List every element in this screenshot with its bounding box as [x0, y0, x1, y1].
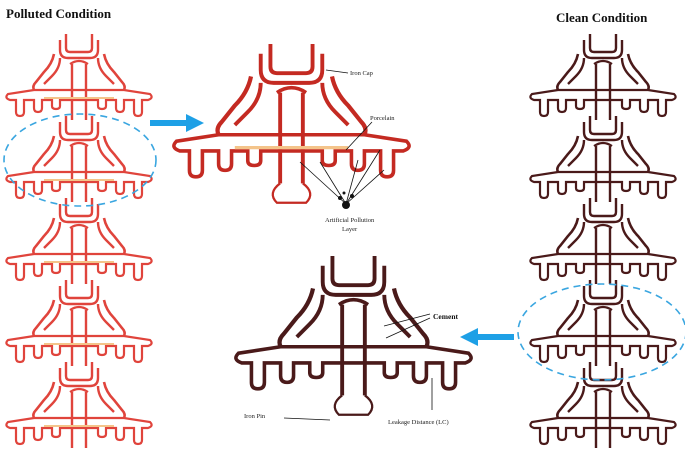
polluted-insulator-detail — [174, 44, 409, 204]
polluted-disc-4 — [5, 278, 153, 368]
svg-text:Layer: Layer — [342, 226, 358, 233]
clean-disc-2 — [529, 114, 677, 204]
clean-disc-5 — [529, 360, 677, 450]
clean-highlight-ellipse — [517, 283, 685, 381]
svg-text:Iron Cap: Iron Cap — [350, 70, 373, 77]
polluted-disc-5 — [5, 360, 153, 450]
svg-text:Leakage Distance (LC): Leakage Distance (LC) — [388, 419, 449, 426]
clean-disc-3 — [529, 196, 677, 286]
porcelain-callout: Porcelain — [345, 115, 395, 151]
polluted-insulator-string — [5, 32, 153, 450]
svg-text:Artificial Pollution: Artificial Pollution — [325, 217, 375, 224]
polluted-condition-title: Polluted Condition — [6, 6, 112, 21]
svg-text:Iron Pin: Iron Pin — [244, 413, 266, 420]
svg-text:Cement: Cement — [433, 312, 458, 321]
clean-insulator-detail — [236, 256, 471, 416]
polluted-disc-2 — [5, 114, 153, 204]
clean-disc-1 — [529, 32, 677, 122]
polluted-disc-3 — [5, 196, 153, 286]
leakage-distance-callout: Leakage Distance (LC) — [388, 378, 449, 426]
cement-callout: Cement — [383, 312, 458, 339]
polluted-highlight-ellipse — [3, 113, 157, 207]
arrow-to-clean-detail — [460, 328, 514, 346]
clean-condition-title: Clean Condition — [556, 10, 648, 25]
iron-cap-callout: Iron Cap — [325, 69, 373, 77]
arrow-to-polluted-detail — [150, 114, 204, 132]
iron-pin-callout: Iron Pin — [244, 413, 331, 421]
pollution-layer-callout: Artificial Pollution Layer — [299, 149, 385, 233]
svg-text:Porcelain: Porcelain — [370, 115, 395, 122]
clean-insulator-string — [529, 32, 677, 450]
polluted-disc-1 — [5, 32, 153, 122]
